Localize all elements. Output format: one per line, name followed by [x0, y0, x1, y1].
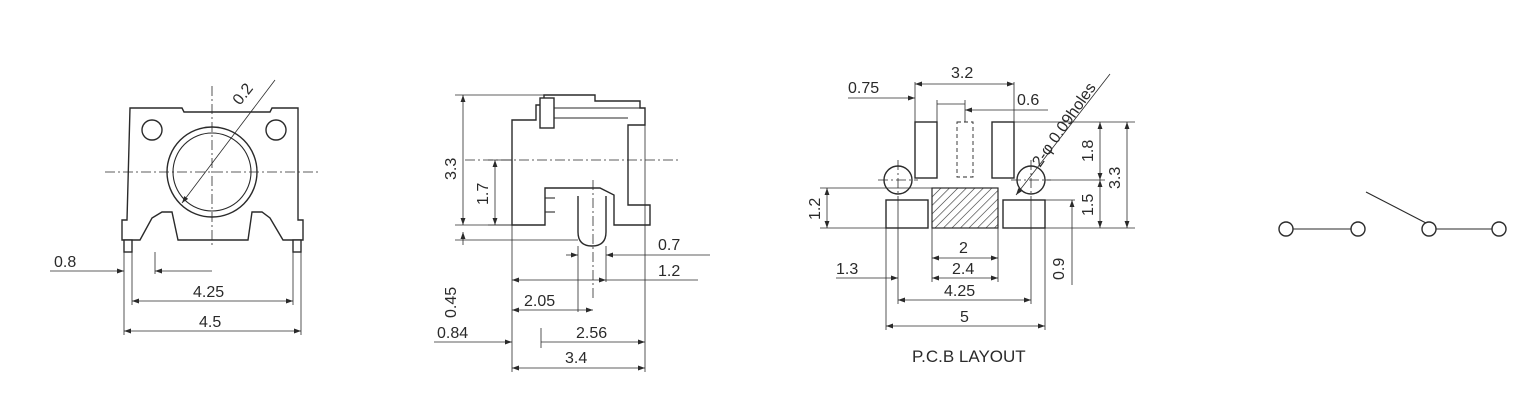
- pcb-pad-bottom-right: [1002, 199, 1046, 229]
- pcb-dim-height: 3.3: [1107, 167, 1124, 189]
- side-view: 3.3 1.7 0.45 0.7 1.2 2.05 0.84 2.56 3.4: [434, 94, 710, 372]
- pcb-dim-side: 0.9: [1051, 258, 1068, 280]
- switch-schematic: [1278, 191, 1507, 237]
- front-dim-lead: 0.8: [54, 254, 76, 271]
- pcb-layout: 0.75 3.2 0.6 2-φ 0.09holes 1.8 3.3 1.5 1…: [807, 65, 1135, 366]
- side-dim-span: 2.56: [576, 325, 607, 342]
- side-dim-stem: 1.7: [475, 183, 492, 205]
- pcb-dim-pitch: 4.25: [944, 283, 975, 300]
- switch-terminal-2: [1350, 221, 1366, 237]
- pcb-pad-top-right: [991, 121, 1015, 179]
- pcb-dim-lower: 1.5: [1080, 194, 1097, 216]
- front-diameter-line: [181, 79, 276, 204]
- side-dim-offset: 1.2: [658, 263, 680, 280]
- pcb-dim-pad-width: 1.3: [836, 261, 858, 278]
- side-actuator: [539, 97, 555, 129]
- pcb-dim-upper: 1.8: [1080, 140, 1097, 162]
- side-dim-left: 0.84: [437, 325, 468, 342]
- pcb-dim-top-width: 3.2: [951, 65, 973, 82]
- front-mount-hole-left: [141, 119, 163, 141]
- pcb-layout-title: P.C.B LAYOUT: [912, 347, 1026, 366]
- pcb-dim-total: 5: [960, 309, 969, 326]
- pcb-center-keepout: [931, 187, 999, 229]
- front-dim-diam: 0.2: [230, 80, 257, 108]
- pcb-pad-top-left: [914, 121, 938, 179]
- front-lead-right: [292, 239, 302, 253]
- side-dim-pin: 2.05: [524, 293, 555, 310]
- switch-terminal-1: [1278, 221, 1294, 237]
- side-pin: [577, 196, 607, 247]
- pcb-dim-center: 2: [959, 240, 968, 257]
- switch-terminal-3: [1421, 221, 1437, 237]
- pcb-pad-bottom-left: [885, 199, 929, 229]
- pcb-slot: [956, 121, 974, 178]
- side-dim-gap: 0.7: [658, 237, 680, 254]
- side-dim-height: 3.3: [443, 158, 460, 180]
- front-view: 0.2 0.8 4.25 4.5: [50, 79, 318, 335]
- switch-blade: [1365, 191, 1427, 224]
- pcb-dim-slot: 0.6: [1017, 92, 1039, 109]
- side-dim-foot: 0.45: [443, 287, 460, 318]
- pcb-dim-pad-height: 1.2: [807, 198, 824, 220]
- side-dim-total: 3.4: [565, 350, 587, 367]
- switch-terminal-4: [1491, 221, 1507, 237]
- front-dim-outer-width: 4.5: [199, 314, 221, 331]
- front-lead-left: [123, 239, 133, 253]
- pcb-dim-inner: 2.4: [952, 261, 974, 278]
- front-dim-inner-width: 4.25: [193, 284, 224, 301]
- pcb-dim-pad-gap: 0.75: [848, 80, 879, 97]
- front-mount-hole-right: [265, 119, 287, 141]
